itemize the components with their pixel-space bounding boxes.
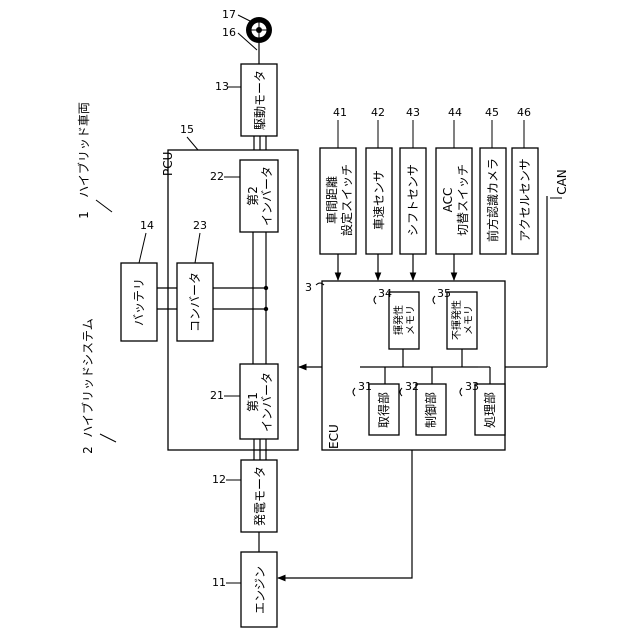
nonvolatile-memory-label-a: 不揮発性 [450, 300, 463, 340]
inverter1-label-a: 第1 [246, 392, 260, 412]
ecu-label: ECU [327, 424, 341, 449]
volatile-memory-label-a: 揮発性 [392, 305, 405, 335]
ref-converter: 23 [193, 219, 207, 232]
ecu-to-engine-arrow [278, 450, 412, 578]
ref-nonvolatile-memory: 35 [437, 287, 451, 300]
volatile-memory-label-b: メモリ [406, 305, 417, 335]
inverter1-label-b: インバータ [260, 372, 274, 432]
distance-setting-switch-label-a: 車間距離 [325, 176, 339, 224]
ref-accelerator-sensor: 46 [517, 106, 531, 119]
ref-vehicle: 1 [77, 211, 91, 219]
inverter2-label-b: インバータ [260, 166, 274, 226]
ref-generator-motor: 12 [212, 473, 226, 486]
ref-acquisition-unit: 31 [358, 380, 372, 393]
ref-volatile-memory: 34 [378, 287, 392, 300]
system-label: ハイブリッドシステム [80, 318, 95, 437]
nonvolatile-memory-label-b: メモリ [464, 305, 475, 335]
can-label: CAN [555, 169, 569, 195]
ref-acc-switch: 44 [448, 106, 462, 119]
battery-label: バッテリ [132, 278, 146, 326]
ref-pcu: 15 [180, 123, 194, 136]
ref-axle: 16 [222, 26, 236, 39]
engine-label: エンジン [253, 566, 267, 614]
acc-switch-label-b: 切替スイッチ [456, 164, 470, 236]
ref-inverter1: 21 [210, 389, 224, 402]
ref-system: 2 [81, 446, 95, 454]
distance-setting-switch-label-b: 設定スイッチ [339, 164, 354, 236]
ref-engine: 11 [212, 576, 226, 589]
processing-unit-label: 処理部 [482, 392, 497, 428]
ref-front-camera: 45 [485, 106, 499, 119]
ref-battery: 14 [140, 219, 154, 232]
converter-label: コンバータ [188, 272, 202, 332]
ref-wheel: 17 [222, 8, 236, 21]
ref-inverter2: 22 [210, 170, 224, 183]
generator-motor-label: 発電モータ [253, 466, 267, 526]
pcu-label: PCU [161, 152, 175, 176]
ref-processing-unit: 33 [465, 380, 479, 393]
front-camera-label: 前方認識カメラ [485, 158, 500, 242]
ref-distance-setting-switch: 41 [333, 106, 347, 119]
vehicle-speed-sensor-label: 車速センサ [372, 170, 386, 230]
control-unit-label: 制御部 [423, 392, 438, 428]
ref-drive-motor: 13 [215, 80, 229, 93]
acc-switch-label-a: ACC [441, 188, 455, 213]
ref-ecu: 3 [305, 281, 312, 294]
inverter2-label-a: 第2 [246, 186, 260, 206]
acquisition-unit-label: 取得部 [376, 392, 391, 428]
ref-control-unit: 32 [405, 380, 419, 393]
shift-sensor-label: シフトセンサ [406, 164, 420, 236]
vehicle-label: ハイブリッド車両 [76, 102, 91, 198]
ref-shift-sensor: 43 [406, 106, 420, 119]
accelerator-sensor-label: アクセルセンサ [518, 158, 532, 241]
drive-motor-label: 駆動モータ [253, 70, 267, 130]
ref-vehicle-speed-sensor: 42 [371, 106, 385, 119]
